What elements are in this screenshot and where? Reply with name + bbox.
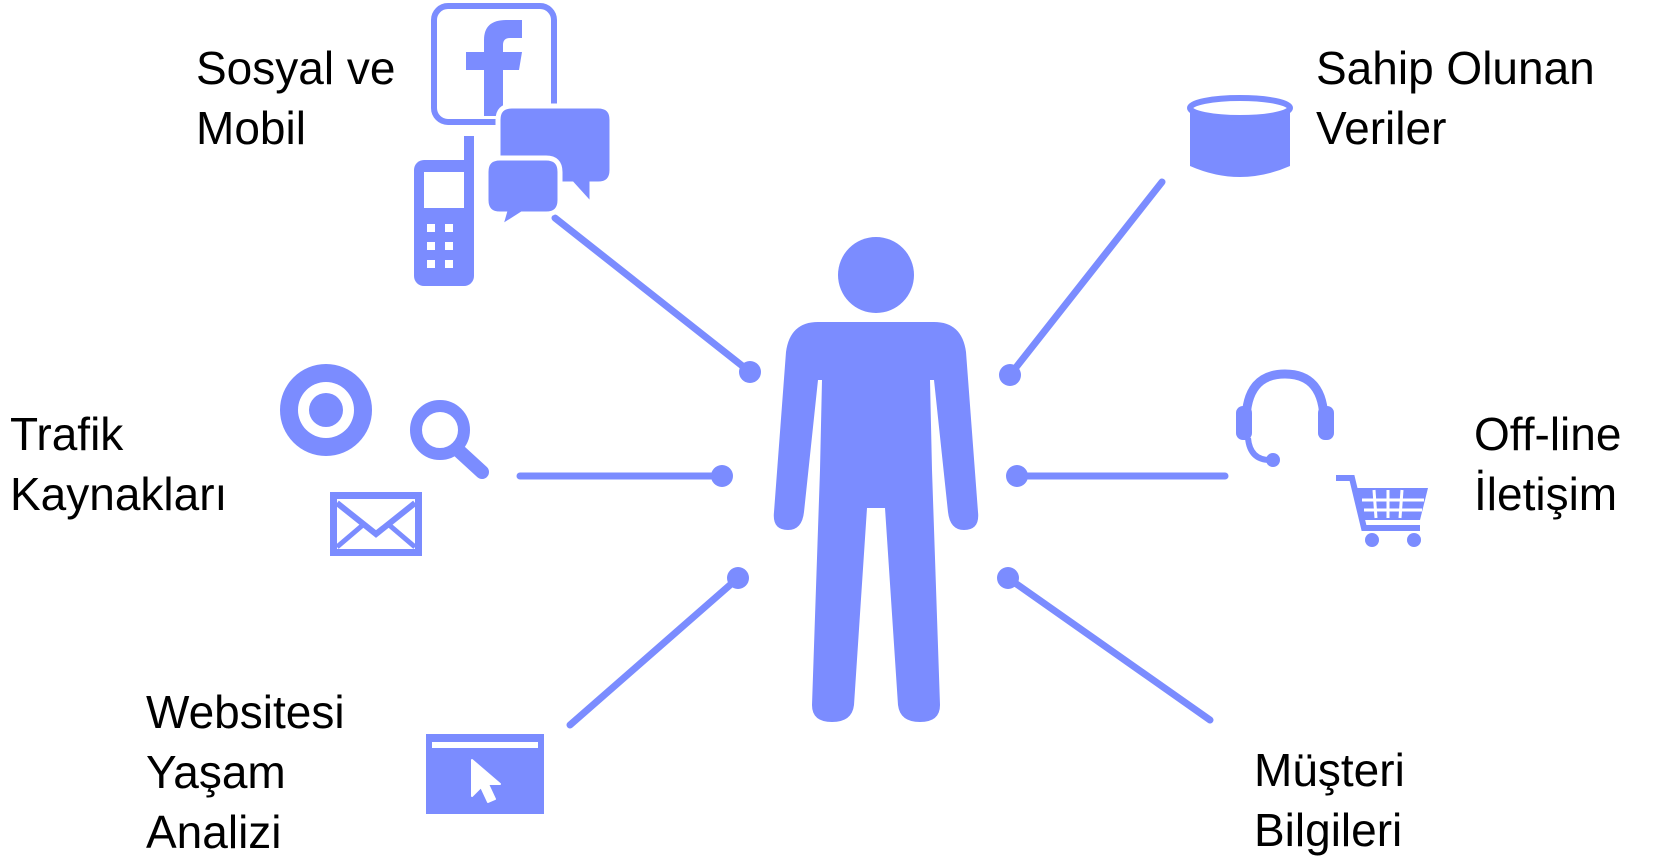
headset-icon — [1236, 369, 1334, 467]
label-customer-info: Müşteri Bilgileri — [1254, 740, 1405, 860]
label-line: Müşteri — [1254, 744, 1405, 796]
connector-owned-data — [1006, 178, 1166, 379]
label-line: Kaynakları — [10, 468, 228, 520]
shopping-cart-icon — [1336, 475, 1428, 547]
envelope-icon — [330, 492, 422, 556]
mobile-phone-icon — [414, 136, 474, 286]
label-traffic-sources: Trafik Kaynakları — [10, 404, 227, 524]
label-social-mobile: Sosyal ve Mobil — [196, 38, 395, 158]
label-line: Off-line — [1474, 408, 1622, 460]
person-icon — [773, 237, 979, 722]
dot-social-mobile — [739, 361, 761, 383]
label-line: Sahip Olunan — [1316, 42, 1595, 94]
label-owned-data: Sahip Olunan Veriler — [1316, 38, 1595, 158]
connectors — [516, 178, 1229, 729]
search-icon — [410, 400, 489, 479]
dot-traffic-sources — [711, 465, 733, 487]
label-line: Sosyal ve — [196, 42, 396, 94]
label-line: Trafik — [10, 408, 124, 460]
label-line: Bilgileri — [1254, 804, 1403, 856]
connector-social-mobile — [551, 214, 754, 376]
label-line: Mobil — [196, 102, 306, 154]
label-line: Analizi — [146, 806, 282, 858]
dot-offline-communication — [1006, 465, 1028, 487]
browser-cursor-icon — [426, 734, 544, 814]
database-icon — [1187, 95, 1293, 177]
label-line: Websitesi — [146, 686, 345, 738]
dot-owned-data — [999, 364, 1021, 386]
label-offline-communication: Off-line İletişim — [1474, 404, 1621, 524]
label-website-analysis: Websitesi Yaşam Analizi — [146, 682, 345, 862]
dot-customer-info — [997, 567, 1019, 589]
connector-dots — [711, 361, 1028, 589]
connector-customer-info — [1004, 574, 1214, 724]
label-line: İletişim — [1474, 468, 1618, 520]
facebook-icon — [431, 3, 557, 125]
label-line: Yaşam — [146, 746, 286, 798]
dot-website-analysis — [727, 567, 749, 589]
target-icon — [280, 364, 372, 456]
label-line: Veriler — [1316, 102, 1447, 154]
connector-website-analysis — [566, 574, 742, 729]
chat-bubbles-icon — [483, 103, 615, 234]
